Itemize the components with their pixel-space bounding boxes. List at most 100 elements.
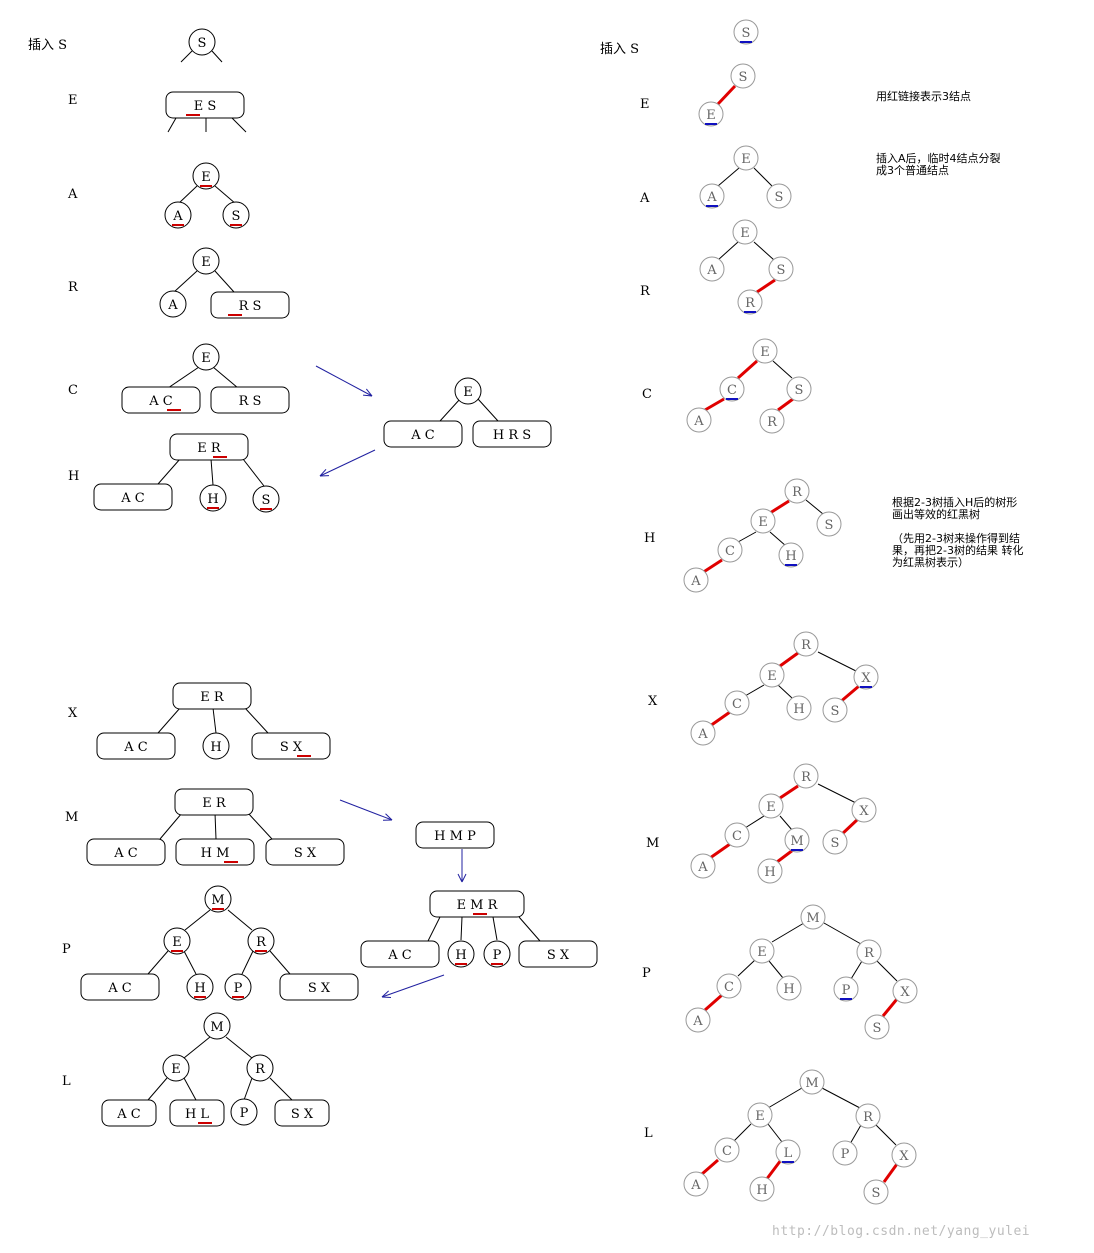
rb-node-key: C: [732, 829, 742, 844]
black-link: [805, 499, 824, 515]
node-2: [186, 973, 214, 1001]
arrow: [319, 449, 376, 477]
node-2: [188, 28, 216, 56]
black-link: [717, 241, 739, 261]
node-key: S X: [280, 740, 303, 755]
rb-node-key: X: [859, 804, 869, 819]
rb-node-key: S: [825, 518, 834, 533]
node-2: [164, 201, 192, 229]
rb-node: [776, 975, 802, 1001]
rb-node: [864, 1014, 890, 1040]
rb-node-key: A: [706, 263, 717, 278]
node-key: A C: [387, 948, 412, 963]
node-key: H: [455, 948, 466, 963]
node-key: E R: [202, 796, 227, 811]
rb-step-label-c: C: [642, 387, 652, 402]
tree-link: [183, 1036, 211, 1059]
rb-node: [832, 1140, 858, 1166]
rb-node: [759, 408, 785, 434]
node-3: [383, 420, 463, 448]
node-key: P: [493, 948, 502, 963]
node-key: S X: [308, 981, 331, 996]
rb-node: [737, 289, 763, 315]
rb-node-key: M: [790, 834, 803, 849]
node-key: S: [198, 36, 207, 51]
rb-node: [690, 853, 716, 879]
rb-node: [690, 720, 716, 746]
tree-link: [180, 50, 193, 63]
rb-node: [749, 1176, 775, 1202]
node-2: [454, 377, 482, 405]
node-key: H M: [201, 846, 230, 861]
black-link: [769, 531, 787, 547]
tree-link: [214, 185, 237, 205]
red-link: [779, 651, 799, 668]
rb-node-key: C: [727, 383, 737, 398]
red-link: [769, 499, 790, 515]
node-3: [360, 940, 440, 968]
rb-node-key: M: [805, 1076, 818, 1091]
node-key: R: [256, 935, 267, 950]
arrow-head: [381, 990, 389, 998]
rb-node-key: C: [732, 697, 742, 712]
node-key: A C: [120, 491, 145, 506]
rb-node-key: P: [841, 1147, 850, 1162]
rb-node: [793, 763, 819, 789]
tree-link: [460, 916, 463, 941]
black-link: [875, 1124, 897, 1146]
red-link: [839, 817, 860, 837]
node-3: [265, 838, 345, 866]
node-key: H: [207, 492, 218, 507]
rb-node-key: A: [697, 727, 708, 742]
rb-node: [724, 822, 750, 848]
node-3: [210, 291, 290, 319]
rb-node-key: A: [697, 860, 708, 875]
node-3: [415, 821, 495, 849]
node-2: [204, 885, 232, 913]
node-key: A C: [123, 740, 148, 755]
rb-node-key: C: [722, 1144, 732, 1159]
red-link: [716, 84, 737, 106]
step-label-p: P: [62, 942, 71, 957]
rb-node: [683, 1171, 709, 1197]
note-equivalent: 根据2-3树插入H后的树形 画出等效的红黑树 （先用2-3树来操作得到结 果，再…: [892, 496, 1024, 569]
red-link: [881, 998, 899, 1017]
rb-node: [699, 183, 725, 209]
rb-node: [778, 542, 804, 568]
node-key: R S: [239, 394, 262, 409]
tree-link: [173, 270, 198, 293]
tree-link: [159, 812, 183, 840]
tree-link: [269, 1077, 293, 1101]
node-2: [447, 940, 475, 968]
arrow-head: [385, 813, 393, 821]
node-key: M: [211, 893, 224, 908]
tree-link: [243, 1077, 253, 1101]
rb-node: [816, 511, 842, 537]
red-link: [776, 848, 794, 864]
tree-link: [183, 950, 197, 975]
node-2: [202, 732, 230, 760]
rb-node-key: X: [899, 1149, 909, 1164]
node-3: [86, 838, 166, 866]
rb-node-key: A: [690, 1178, 701, 1193]
rb-node: [799, 1069, 825, 1095]
node-2: [162, 1054, 190, 1082]
node-key: A C: [410, 428, 435, 443]
node-key: E S: [194, 99, 217, 114]
rb-node: [758, 793, 784, 819]
tree-link: [242, 458, 265, 487]
node-key: S: [262, 493, 271, 508]
arrow-head: [319, 468, 327, 477]
rb-node: [749, 938, 775, 964]
rb-node: [775, 1139, 801, 1165]
rb-node-key: E: [706, 108, 716, 123]
step-label-x: X: [68, 706, 78, 721]
black-link: [771, 922, 805, 943]
rb-node: [747, 1102, 773, 1128]
node-2: [203, 1012, 231, 1040]
rb-node-key: L: [784, 1146, 793, 1161]
node-3: [429, 890, 525, 918]
rb-node: [698, 101, 724, 127]
rb-step-label-s: 插入 S: [600, 42, 640, 57]
node-key: R S: [239, 299, 262, 314]
